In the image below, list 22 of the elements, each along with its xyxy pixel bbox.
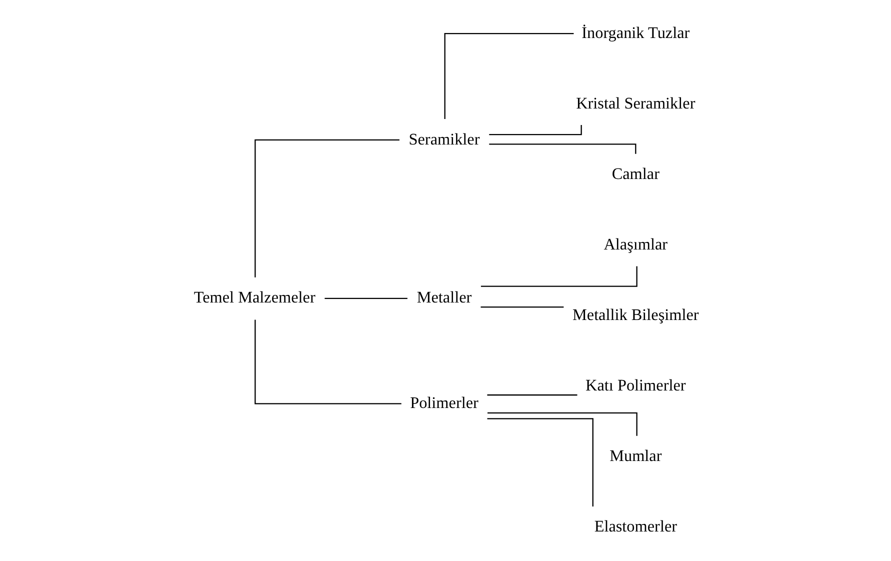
node-text: Mumlar [609, 447, 662, 466]
node-text: Polimerler [410, 394, 478, 412]
node-text: Alaşımlar [603, 236, 668, 254]
node-text: Katı Polimerler [585, 376, 686, 395]
node-text: Temel Malzemeler [193, 288, 315, 307]
connector [444, 33, 574, 119]
connector [486, 412, 637, 436]
connector [486, 394, 577, 396]
connector [254, 320, 401, 404]
node-text: Metallik Bileşimler [572, 306, 698, 324]
node-text: Metaller [416, 288, 472, 307]
connector [488, 124, 582, 136]
connector [480, 266, 637, 287]
connector [486, 418, 593, 506]
node-text: İnorganik Tuzlar [581, 24, 690, 42]
node-text: Camlar [611, 164, 659, 183]
node-text: Kristal Seramikler [576, 94, 695, 112]
connector [324, 298, 407, 299]
connector [254, 139, 399, 278]
connector [480, 306, 564, 308]
node-text: Elastomerler [594, 518, 677, 536]
node-text: Seramikler [408, 130, 480, 148]
